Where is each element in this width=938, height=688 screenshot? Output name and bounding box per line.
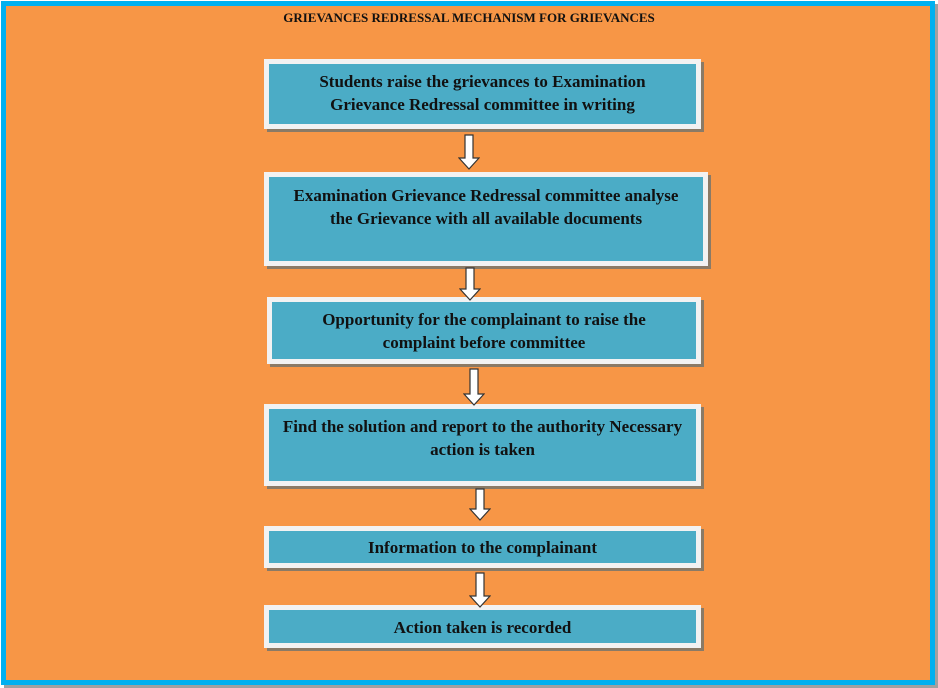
step-3-text: Opportunity for the complainant to raise…: [322, 310, 646, 352]
step-4-text: Find the solution and report to the auth…: [282, 417, 683, 459]
step-2-text: Examination Grievance Redressal committe…: [293, 186, 679, 228]
step-3-box: Opportunity for the complainant to raise…: [267, 297, 701, 364]
down-arrow-icon: [459, 267, 481, 301]
step-1-text: Students raise the grievances to Examina…: [319, 72, 646, 114]
step-4-box: Find the solution and report to the auth…: [264, 404, 701, 486]
step-6-box: Action taken is recorded: [264, 605, 701, 648]
step-1-box: Students raise the grievances to Examina…: [264, 59, 701, 129]
step-2-box: Examination Grievance Redressal committe…: [264, 172, 708, 266]
down-arrow-icon: [469, 488, 491, 521]
down-arrow-icon: [469, 572, 491, 608]
down-arrow-icon: [458, 134, 480, 170]
diagram-title: GRIEVANCES REDRESSAL MECHANISM FOR GRIEV…: [283, 10, 655, 25]
step-6-text: Action taken is recorded: [393, 618, 572, 637]
step-5-text: Information to the complainant: [367, 538, 598, 557]
step-5-box: Information to the complainant: [264, 526, 701, 568]
down-arrow-icon: [463, 368, 485, 406]
